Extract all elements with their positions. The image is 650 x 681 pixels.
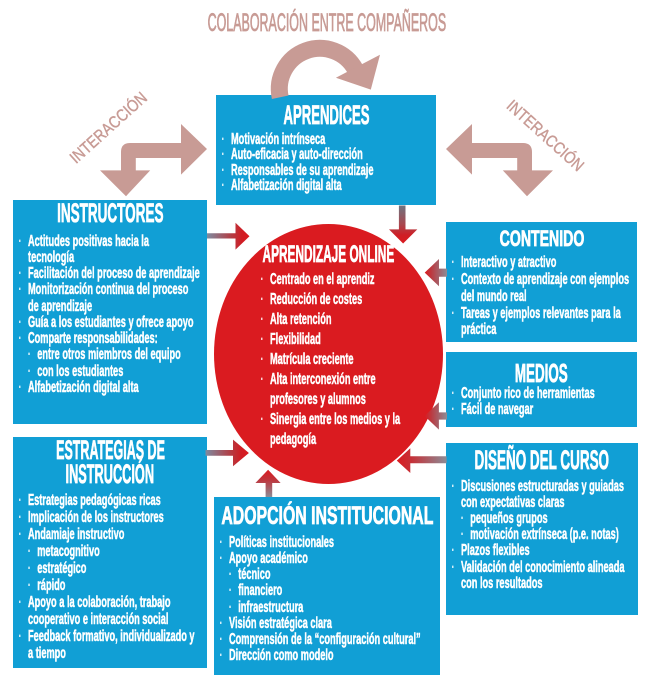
svg-text:INTERACCIÓN: INTERACCIÓN (503, 97, 587, 176)
